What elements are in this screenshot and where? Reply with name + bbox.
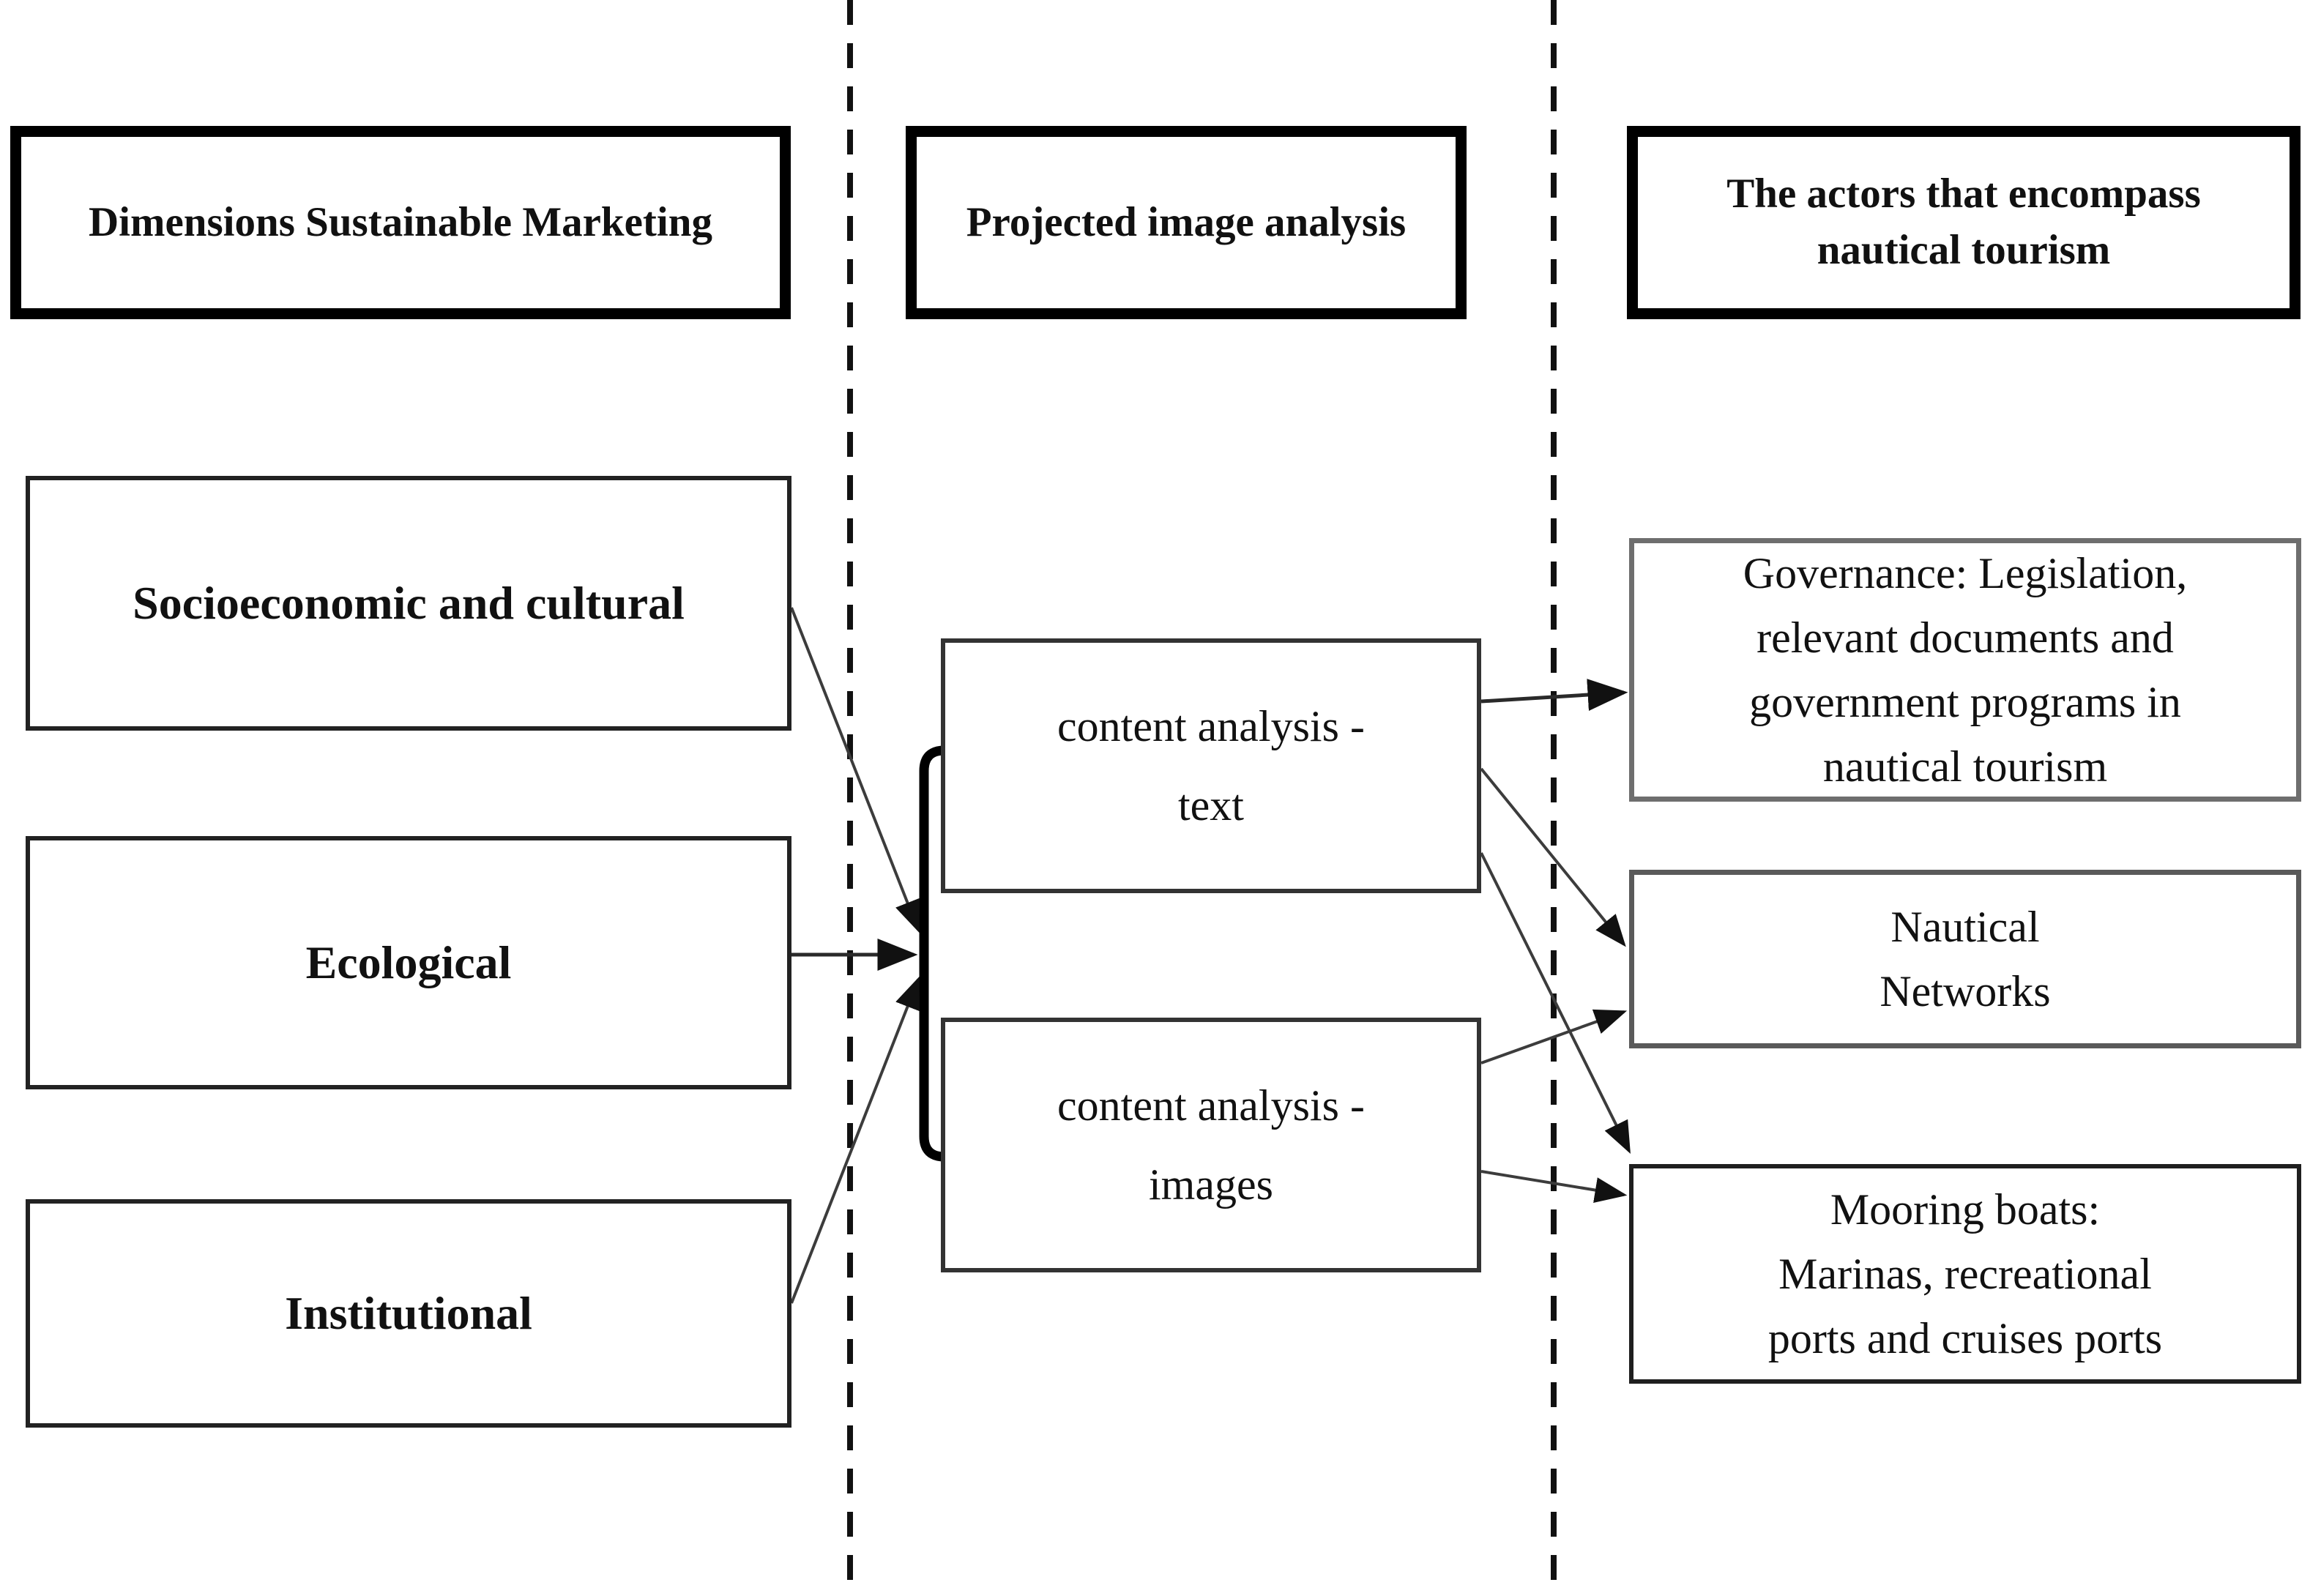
box-governance: Governance: Legislation, relevant docume… — [1629, 538, 2301, 802]
mooring-boats-line1: Mooring boats: — [1830, 1185, 2101, 1234]
merge-bracket — [919, 745, 959, 1162]
header-actors-nautical-tourism: The actors that encompass nautical touri… — [1627, 126, 2300, 319]
content-analysis-images-line2: images — [1149, 1160, 1273, 1209]
governance-line4: nautical tourism — [1822, 742, 2108, 791]
box-socioeconomic-and-cultural: Socioeconomic and cultural — [26, 476, 791, 731]
arrow-images-to-networks — [1480, 1009, 1628, 1064]
arrow-socioeconomic-to-bracket — [790, 607, 920, 933]
content-analysis-images-line1: content analysis - — [1057, 1081, 1365, 1130]
box-content-analysis-text: content analysis - text — [941, 638, 1481, 893]
box-institutional: Institutional — [26, 1199, 791, 1428]
header-dimensions-label: Dimensions Sustainable Marketing — [89, 198, 712, 245]
header-projected-image-analysis: Projected image analysis — [906, 126, 1467, 319]
header-analysis-label: Projected image analysis — [966, 198, 1407, 245]
nautical-networks-line1: Nautical — [1890, 902, 2040, 951]
header-actors-line1: The actors that encompass — [1726, 171, 2201, 217]
governance-line2: relevant documents and — [1756, 613, 2174, 662]
content-analysis-text-line2: text — [1178, 781, 1244, 829]
header-dimensions-sustainable-marketing: Dimensions Sustainable Marketing — [10, 126, 791, 319]
governance-line3: government programs in — [1749, 678, 2181, 726]
nautical-networks-line2: Networks — [1879, 967, 2051, 1015]
arrow-text-to-governance — [1480, 679, 1628, 711]
mooring-boats-line3: ports and cruises ports — [1767, 1314, 2163, 1363]
arrow-institutional-to-bracket — [790, 976, 920, 1304]
arrow-text-to-mooring — [1480, 852, 1631, 1154]
header-actors-line2: nautical tourism — [1817, 227, 2111, 273]
box-ecological-label: Ecological — [305, 936, 512, 988]
box-socioeconomic-label: Socioeconomic and cultural — [133, 576, 685, 629]
box-content-analysis-images: content analysis - images — [941, 1018, 1481, 1272]
mooring-boats-line2: Marinas, recreational — [1778, 1249, 2152, 1298]
box-ecological: Ecological — [26, 836, 791, 1089]
governance-line1: Governance: Legislation, — [1743, 548, 2188, 597]
box-mooring-boats: Mooring boats: Marinas, recreational por… — [1629, 1164, 2301, 1384]
arrow-text-to-networks — [1480, 767, 1626, 947]
content-analysis-text-line1: content analysis - — [1057, 702, 1365, 750]
box-institutional-label: Institutional — [285, 1286, 532, 1339]
arrow-images-to-mooring — [1480, 1170, 1628, 1203]
box-nautical-networks: Nautical Networks — [1629, 870, 2301, 1048]
